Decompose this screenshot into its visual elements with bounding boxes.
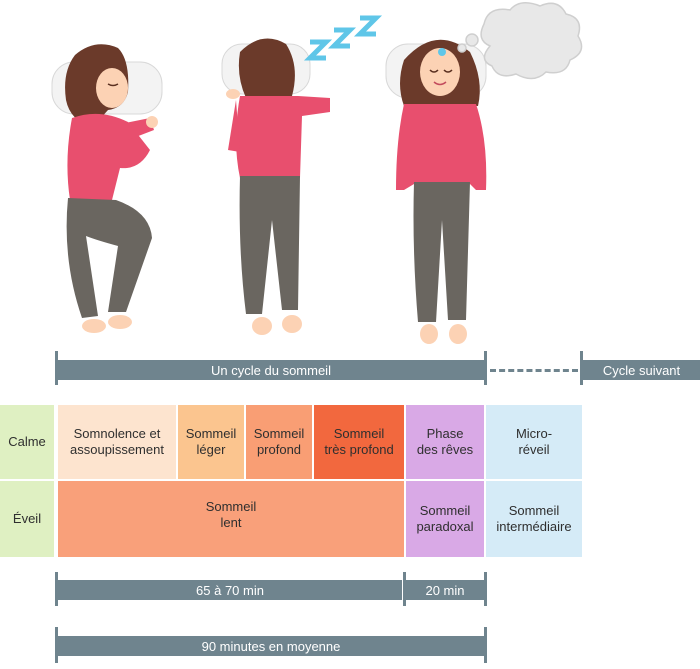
stage-sommeil-profond: Sommeil profond <box>246 405 312 479</box>
cycle-start-tick <box>55 351 58 385</box>
stage-somnolence: Somnolence et assoupissement <box>58 405 176 479</box>
average-bar: 90 minutes en moyenne <box>58 636 484 656</box>
next-cycle-bar: Cycle suivant <box>583 360 700 380</box>
stage-phase-des-reves: Phase des rêves <box>406 405 484 479</box>
duration-slow-label: 65 à 70 min <box>196 582 264 598</box>
zzz-icon <box>303 15 383 61</box>
stage-sommeil-tres-profond: Sommeil très profond <box>314 405 404 479</box>
duration-end-tick <box>484 572 487 606</box>
next-cycle-dashed-line <box>490 369 578 375</box>
cycle-label: Un cycle du sommeil <box>211 362 331 378</box>
average-start-tick <box>55 627 58 663</box>
stage-micro-reveil: Micro- réveil <box>486 405 582 479</box>
duration-slow-bar: 65 à 70 min <box>58 580 402 600</box>
stage-sommeil-intermediaire: Sommeil intermédiaire <box>486 481 582 557</box>
woman-sleeping-back-icon <box>221 38 330 335</box>
stage-sommeil-paradoxal: Sommeil paradoxal <box>406 481 484 557</box>
stage-sommeil-lent: Sommeil lent <box>58 481 404 557</box>
row-label-eveil: Éveil <box>0 481 54 557</box>
duration-rem-label: 20 min <box>425 582 465 598</box>
row-label-calme: Calme <box>0 405 54 479</box>
next-cycle-tick <box>580 351 583 385</box>
woman-dreaming-icon <box>385 39 487 344</box>
next-cycle-label: Cycle suivant <box>602 362 681 378</box>
duration-mid-tick <box>403 572 406 606</box>
cycle-bar: Un cycle du sommeil <box>58 360 484 380</box>
thought-cloud-icon <box>457 2 583 80</box>
woman-sleeping-side-icon <box>51 44 163 333</box>
stage-sommeil-leger: Sommeil léger <box>178 405 244 479</box>
average-label: 90 minutes en moyenne <box>201 638 341 654</box>
duration-start-tick <box>55 572 58 606</box>
duration-rem-bar: 20 min <box>406 580 484 600</box>
sleep-illustration <box>51 2 583 344</box>
average-end-tick <box>484 627 487 663</box>
cycle-end-tick <box>484 351 487 385</box>
